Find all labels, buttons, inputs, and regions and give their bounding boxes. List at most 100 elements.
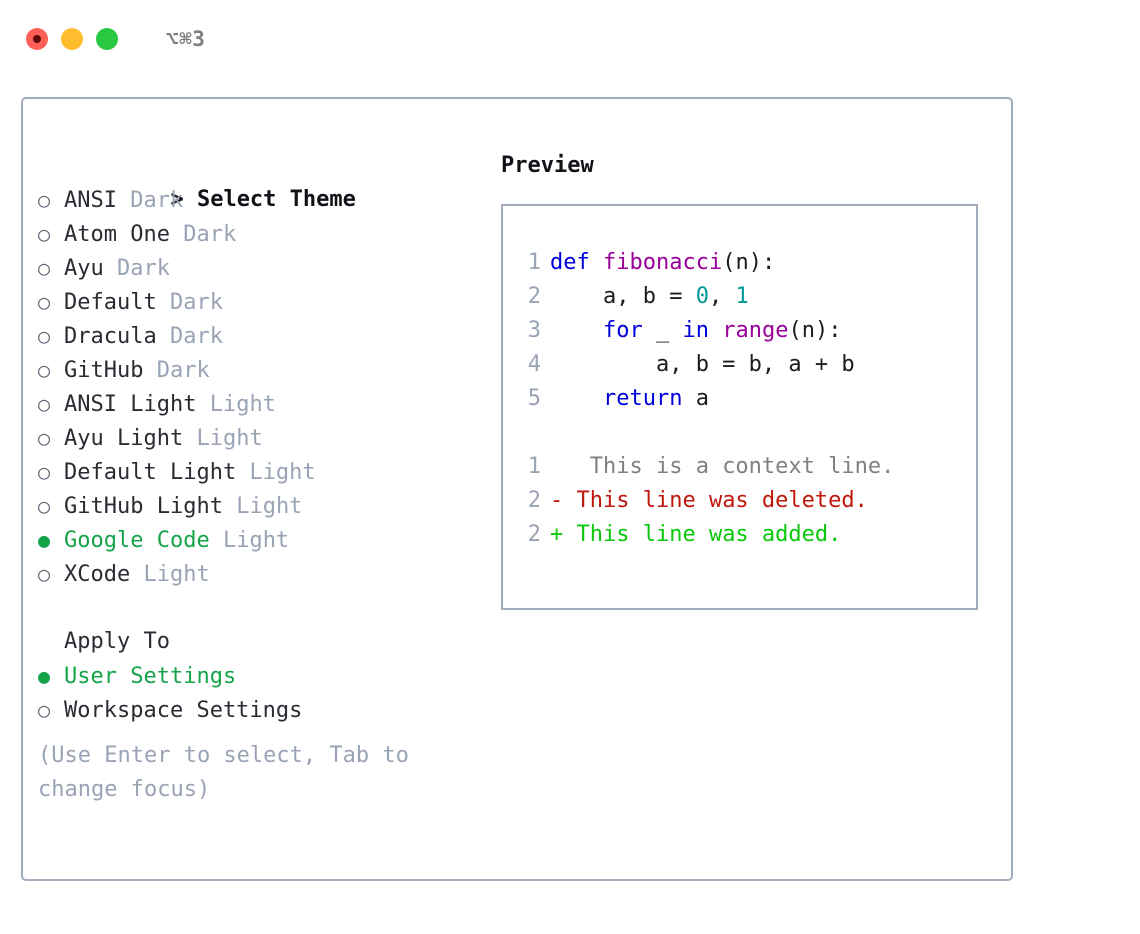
theme-option-xcode[interactable]: ○XCode Light	[38, 557, 498, 591]
label-gap	[130, 558, 143, 592]
radio-unselected-icon: ○	[38, 290, 51, 314]
theme-option-atom-one[interactable]: ○ Atom One Dark	[38, 217, 498, 251]
code-line: 3 for _ in range(n):	[515, 314, 976, 348]
apply-to-heading: Apply To	[64, 629, 170, 654]
code-line-content: a, b = 0, 1	[550, 280, 749, 314]
radio-unselected-icon: ○	[38, 188, 51, 212]
diff-line-del: 2- This line was deleted.	[515, 484, 976, 518]
window-controls	[26, 28, 118, 50]
radio-unselected-icon: ○	[38, 324, 51, 348]
code-token-kw: in	[682, 318, 709, 343]
code-token-txt: (n):	[788, 318, 842, 343]
columns: > Select Theme ○ANSI Dark○Atom One Dark○…	[23, 99, 1011, 879]
theme-option-category: Dark	[169, 290, 223, 315]
dialog-window: > Select Theme ○ANSI Dark○Atom One Dark○…	[21, 97, 1013, 881]
minimize-button[interactable]	[61, 28, 83, 50]
close-button[interactable]	[26, 28, 48, 50]
radio-unselected-icon: ○	[38, 222, 51, 246]
code-line-content: return a	[550, 382, 709, 416]
code-diff-spacer	[515, 416, 976, 450]
theme-option-label: Dracula	[64, 324, 157, 349]
select-theme-title: Select Theme	[196, 187, 356, 212]
apply-to-option-workspace-settings[interactable]: ○Workspace Settings	[38, 693, 498, 727]
apply-to-option-label: User Settings	[64, 664, 237, 689]
code-token-kw: for	[602, 318, 643, 343]
theme-option-label: Default Light	[64, 460, 237, 485]
code-line-number: 3	[527, 318, 541, 343]
diff-sample: 1 This is a context line. 2- This line wa…	[515, 450, 976, 552]
help-hint-text: (Use Enter to select, Tab to change focu…	[38, 743, 423, 802]
radio-unselected-icon: ○	[38, 256, 51, 280]
theme-option-label: Default	[64, 290, 157, 315]
code-token-txt: a	[682, 386, 709, 411]
label-gap	[157, 320, 170, 354]
theme-option-dracula[interactable]: ○ Dracula Dark	[38, 319, 498, 353]
theme-option-category: Dark	[117, 256, 170, 281]
code-line-number: 4	[527, 352, 541, 377]
theme-option-category: Dark	[183, 222, 237, 247]
apply-to-list: ●User Settings○Workspace Settings	[38, 659, 498, 727]
theme-option-category: Dark	[130, 188, 184, 213]
title-bar: ⌥⌘3	[0, 0, 1140, 78]
label-gap	[143, 354, 156, 388]
list-spacer	[38, 591, 498, 625]
label-gap	[210, 524, 223, 558]
label-gap	[183, 422, 196, 456]
theme-option-label: GitHub	[64, 358, 144, 383]
code-line-content: a, b = b, a + b	[550, 348, 855, 382]
theme-option-category: Light	[143, 562, 210, 587]
theme-option-google-code[interactable]: ● Google Code Light	[38, 523, 498, 557]
apply-to-option-user-settings[interactable]: ●User Settings	[38, 659, 498, 693]
theme-option-ansi[interactable]: ○ANSI Dark	[38, 183, 498, 217]
code-token-txt: a, b =	[550, 284, 696, 309]
label-gap	[236, 456, 249, 490]
radio-selected-icon: ●	[38, 528, 51, 552]
code-line: 4 a, b = b, a + b	[515, 348, 976, 382]
theme-picker-panel: > Select Theme ○ANSI Dark○Atom One Dark○…	[38, 149, 498, 807]
theme-option-category: Light	[209, 392, 276, 417]
theme-option-category: Dark	[156, 358, 210, 383]
code-token-txt: (n):	[722, 250, 776, 275]
theme-list: ○ANSI Dark○Atom One Dark○Ayu Dark○Defaul…	[38, 183, 498, 591]
theme-option-ayu-light[interactable]: ○Ayu Light Light	[38, 421, 498, 455]
diff-sign: +	[550, 522, 564, 547]
diff-sign	[550, 450, 563, 484]
theme-option-category: Dark	[169, 324, 223, 349]
theme-option-ansi-light[interactable]: ○ANSI Light Light	[38, 387, 498, 421]
diff-sign: -	[550, 488, 564, 513]
label-gap	[223, 490, 236, 524]
radio-unselected-icon: ○	[38, 562, 51, 586]
diff-line-add: 2+ This line was added.	[515, 518, 976, 552]
code-line-number: 1	[527, 250, 541, 275]
diff-line-text: This is a context line.	[563, 454, 895, 479]
code-line-content: for _ in range(n):	[550, 314, 841, 348]
maximize-button[interactable]	[96, 28, 118, 50]
theme-option-github[interactable]: ○ GitHub Dark	[38, 353, 498, 387]
diff-line-number: 1	[527, 454, 541, 479]
theme-option-label: Google Code	[64, 528, 210, 553]
label-gap	[104, 252, 117, 286]
code-line-number: 2	[527, 284, 541, 309]
diff-line-number: 2	[527, 522, 541, 547]
prompt-caret-icon: >	[170, 187, 184, 212]
code-token-txt	[709, 318, 722, 343]
theme-option-github-light[interactable]: ○GitHub Light Light	[38, 489, 498, 523]
code-token-num: 1	[735, 284, 749, 309]
theme-option-default-light[interactable]: ○Default Light Light	[38, 455, 498, 489]
code-token-txt	[550, 318, 603, 343]
diff-line-text: This line was deleted.	[563, 488, 868, 513]
apply-to-option-label: Workspace Settings	[64, 698, 303, 723]
theme-option-default[interactable]: ○ Default Dark	[38, 285, 498, 319]
code-token-txt: _	[642, 318, 683, 343]
theme-option-category: Light	[222, 528, 290, 553]
theme-option-label: Atom One	[64, 222, 170, 247]
keyboard-shortcut-label: ⌥⌘3	[166, 27, 206, 51]
radio-unselected-icon: ○	[38, 358, 51, 382]
theme-option-ayu[interactable]: ○Ayu Dark	[38, 251, 498, 285]
code-line: 5 return a	[515, 382, 976, 416]
